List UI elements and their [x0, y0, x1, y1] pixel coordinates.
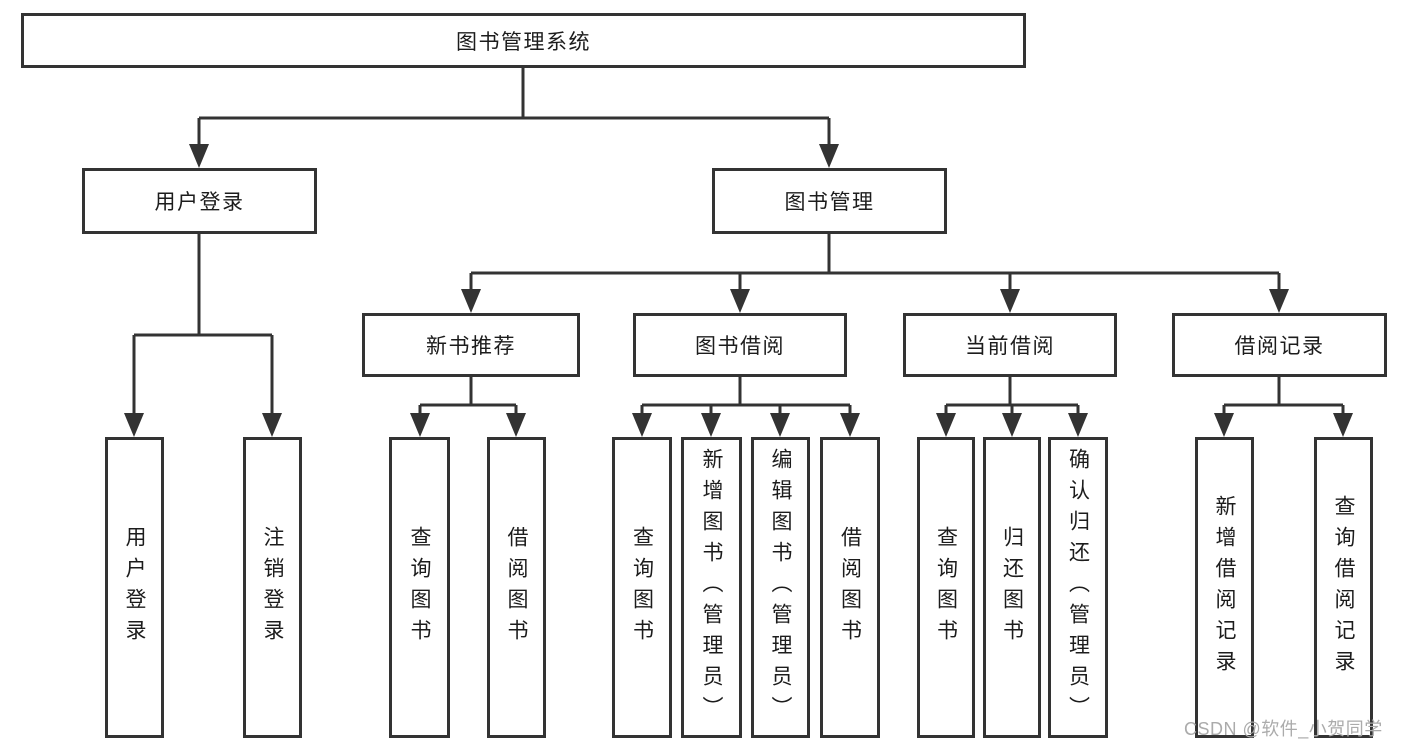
node-borrowing-records: 借阅记录: [1172, 313, 1387, 377]
node-leaf-confirm-return-admin-label: 确认归还（管理员）: [1066, 448, 1090, 727]
connector-path: [132, 68, 1345, 416]
node-leaf-return-books: 归还图书: [983, 437, 1041, 738]
node-leaf-confirm-return-admin: 确认归还（管理员）: [1048, 437, 1108, 738]
node-leaf-return-books-label: 归还图书: [1000, 525, 1024, 650]
node-leaf-query-books-3: 查询图书: [917, 437, 975, 738]
node-leaf-borrow-books-2-label: 借阅图书: [838, 525, 862, 650]
node-leaf-query-borrow-record-label: 查询借阅记录: [1332, 494, 1355, 681]
node-leaf-query-borrow-record: 查询借阅记录: [1314, 437, 1373, 738]
node-leaf-user-login: 用户登录: [105, 437, 164, 738]
node-leaf-add-borrow-record-label: 新增借阅记录: [1213, 494, 1236, 681]
node-leaf-borrow-books-2: 借阅图书: [820, 437, 880, 738]
node-leaf-user-login-label: 用户登录: [123, 525, 146, 650]
node-leaf-edit-books-admin-label: 编辑图书（管理员）: [769, 448, 792, 727]
node-leaf-add-borrow-record: 新增借阅记录: [1195, 437, 1254, 738]
node-new-book-recommendation: 新书推荐: [362, 313, 580, 377]
node-current-borrowing: 当前借阅: [903, 313, 1117, 377]
node-library-management-system-label: 图书管理系统: [456, 30, 591, 54]
node-book-borrowing: 图书借阅: [633, 313, 847, 377]
node-leaf-query-books-1-label: 查询图书: [408, 525, 431, 650]
node-leaf-query-books-2: 查询图书: [612, 437, 672, 738]
node-leaf-borrow-books-1-label: 借阅图书: [505, 525, 528, 650]
watermark: CSDN @软件_小贺同学: [1184, 719, 1383, 739]
node-leaf-borrow-books-1: 借阅图书: [487, 437, 546, 738]
node-leaf-add-books-admin-label: 新增图书（管理员）: [700, 448, 723, 727]
node-library-management-system: 图书管理系统: [21, 13, 1026, 68]
node-user-login: 用户登录: [82, 168, 317, 234]
node-leaf-add-books-admin: 新增图书（管理员）: [681, 437, 742, 738]
arrowheads: [124, 144, 1353, 437]
node-leaf-logout: 注销登录: [243, 437, 302, 738]
node-user-login-label: 用户登录: [154, 191, 245, 214]
node-leaf-query-books-3-label: 查询图书: [934, 525, 958, 650]
node-leaf-logout-label: 注销登录: [261, 525, 284, 650]
node-book-management-label: 图书管理: [784, 191, 875, 214]
node-new-book-recommendation-label: 新书推荐: [426, 335, 516, 358]
node-leaf-query-books-2-label: 查询图书: [630, 525, 654, 650]
node-book-borrowing-label: 图书借阅: [695, 335, 785, 358]
node-current-borrowing-label: 当前借阅: [965, 335, 1055, 358]
node-leaf-query-books-1: 查询图书: [389, 437, 450, 738]
node-leaf-edit-books-admin: 编辑图书（管理员）: [751, 437, 810, 738]
node-book-management: 图书管理: [712, 168, 947, 234]
node-borrowing-records-label: 借阅记录: [1234, 335, 1325, 358]
